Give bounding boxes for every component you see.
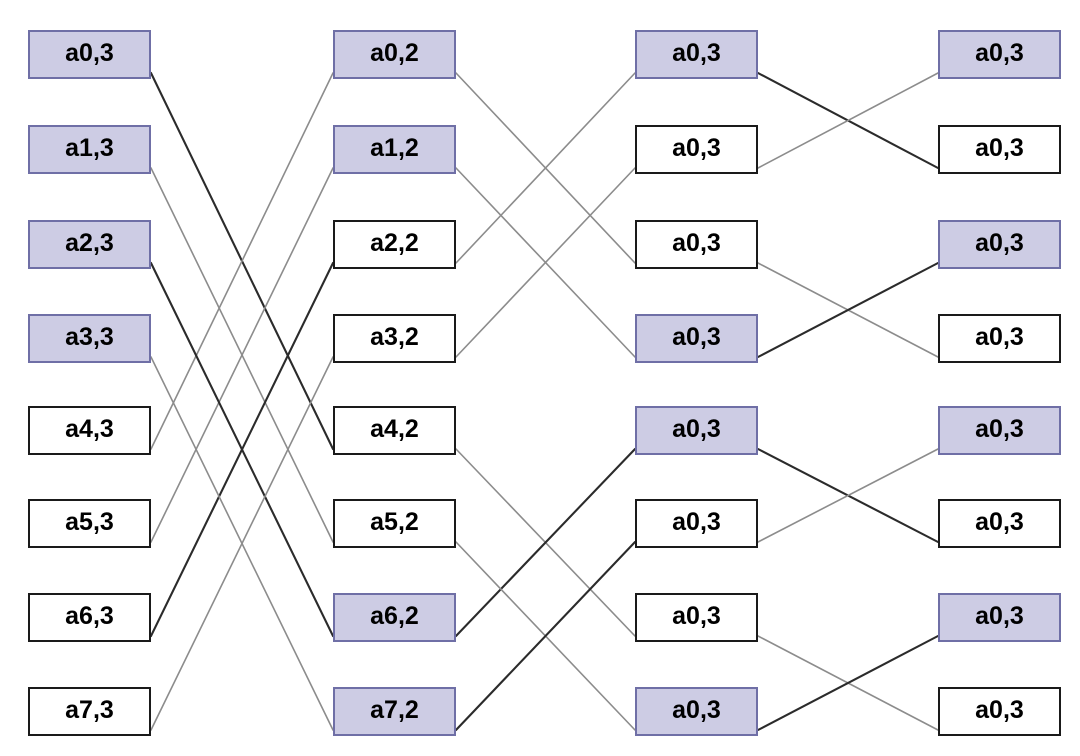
node-box[interactable]: a0,3 xyxy=(938,687,1061,736)
node-box[interactable]: a0,3 xyxy=(938,220,1061,269)
node-label: a0,3 xyxy=(975,696,1024,724)
node-label: a7,2 xyxy=(370,696,419,724)
node-box[interactable]: a1,3 xyxy=(28,125,151,174)
node-box[interactable]: a0,3 xyxy=(938,125,1061,174)
node-label: a0,3 xyxy=(672,134,721,162)
node-box[interactable]: a4,2 xyxy=(333,406,456,455)
node-label: a0,3 xyxy=(672,415,721,443)
node-box[interactable]: a1,2 xyxy=(333,125,456,174)
node-label: a0,3 xyxy=(672,602,721,630)
node-box[interactable]: a6,3 xyxy=(28,593,151,642)
node-label: a0,2 xyxy=(370,39,419,67)
node-box[interactable]: a3,3 xyxy=(28,314,151,363)
node-box[interactable]: a0,3 xyxy=(938,406,1061,455)
node-box[interactable]: a5,2 xyxy=(333,499,456,548)
node-label: a6,3 xyxy=(65,602,114,630)
node-label: a1,3 xyxy=(65,134,114,162)
node-label: a5,2 xyxy=(370,508,419,536)
node-box[interactable]: a0,3 xyxy=(938,314,1061,363)
node-label: a0,3 xyxy=(672,696,721,724)
node-label: a0,3 xyxy=(975,323,1024,351)
node-label: a4,3 xyxy=(65,415,114,443)
node-label: a7,3 xyxy=(65,696,114,724)
node-box[interactable]: a7,2 xyxy=(333,687,456,736)
node-box[interactable]: a0,3 xyxy=(635,406,758,455)
node-box[interactable]: a2,3 xyxy=(28,220,151,269)
node-label: a0,3 xyxy=(672,229,721,257)
node-box[interactable]: a0,3 xyxy=(635,30,758,79)
node-box[interactable]: a4,3 xyxy=(28,406,151,455)
node-label: a0,3 xyxy=(975,415,1024,443)
node-label: a3,3 xyxy=(65,323,114,351)
node-label: a0,3 xyxy=(672,323,721,351)
node-box[interactable]: a7,3 xyxy=(28,687,151,736)
node-label: a4,2 xyxy=(370,415,419,443)
node-box[interactable]: a0,3 xyxy=(635,125,758,174)
node-box[interactable]: a0,3 xyxy=(635,687,758,736)
node-box[interactable]: a0,3 xyxy=(635,499,758,548)
node-box[interactable]: a0,3 xyxy=(938,30,1061,79)
node-box[interactable]: a0,3 xyxy=(28,30,151,79)
node-box[interactable]: a2,2 xyxy=(333,220,456,269)
node-box[interactable]: a6,2 xyxy=(333,593,456,642)
node-label: a0,3 xyxy=(672,39,721,67)
node-label: a0,3 xyxy=(975,39,1024,67)
node-label: a2,3 xyxy=(65,229,114,257)
node-box[interactable]: a0,2 xyxy=(333,30,456,79)
node-label: a2,2 xyxy=(370,229,419,257)
node-label: a1,2 xyxy=(370,134,419,162)
node-box[interactable]: a0,3 xyxy=(635,314,758,363)
node-label: a6,2 xyxy=(370,602,419,630)
node-label: a0,3 xyxy=(975,602,1024,630)
node-label: a0,3 xyxy=(975,134,1024,162)
node-label: a5,3 xyxy=(65,508,114,536)
node-box[interactable]: a5,3 xyxy=(28,499,151,548)
node-box[interactable]: a0,3 xyxy=(635,593,758,642)
node-box[interactable]: a0,3 xyxy=(938,593,1061,642)
node-label: a3,2 xyxy=(370,323,419,351)
node-label: a0,3 xyxy=(975,229,1024,257)
node-box[interactable]: a0,3 xyxy=(635,220,758,269)
node-label: a0,3 xyxy=(672,508,721,536)
node-box[interactable]: a3,2 xyxy=(333,314,456,363)
node-box[interactable]: a0,3 xyxy=(938,499,1061,548)
node-label: a0,3 xyxy=(975,508,1024,536)
node-label: a0,3 xyxy=(65,39,114,67)
